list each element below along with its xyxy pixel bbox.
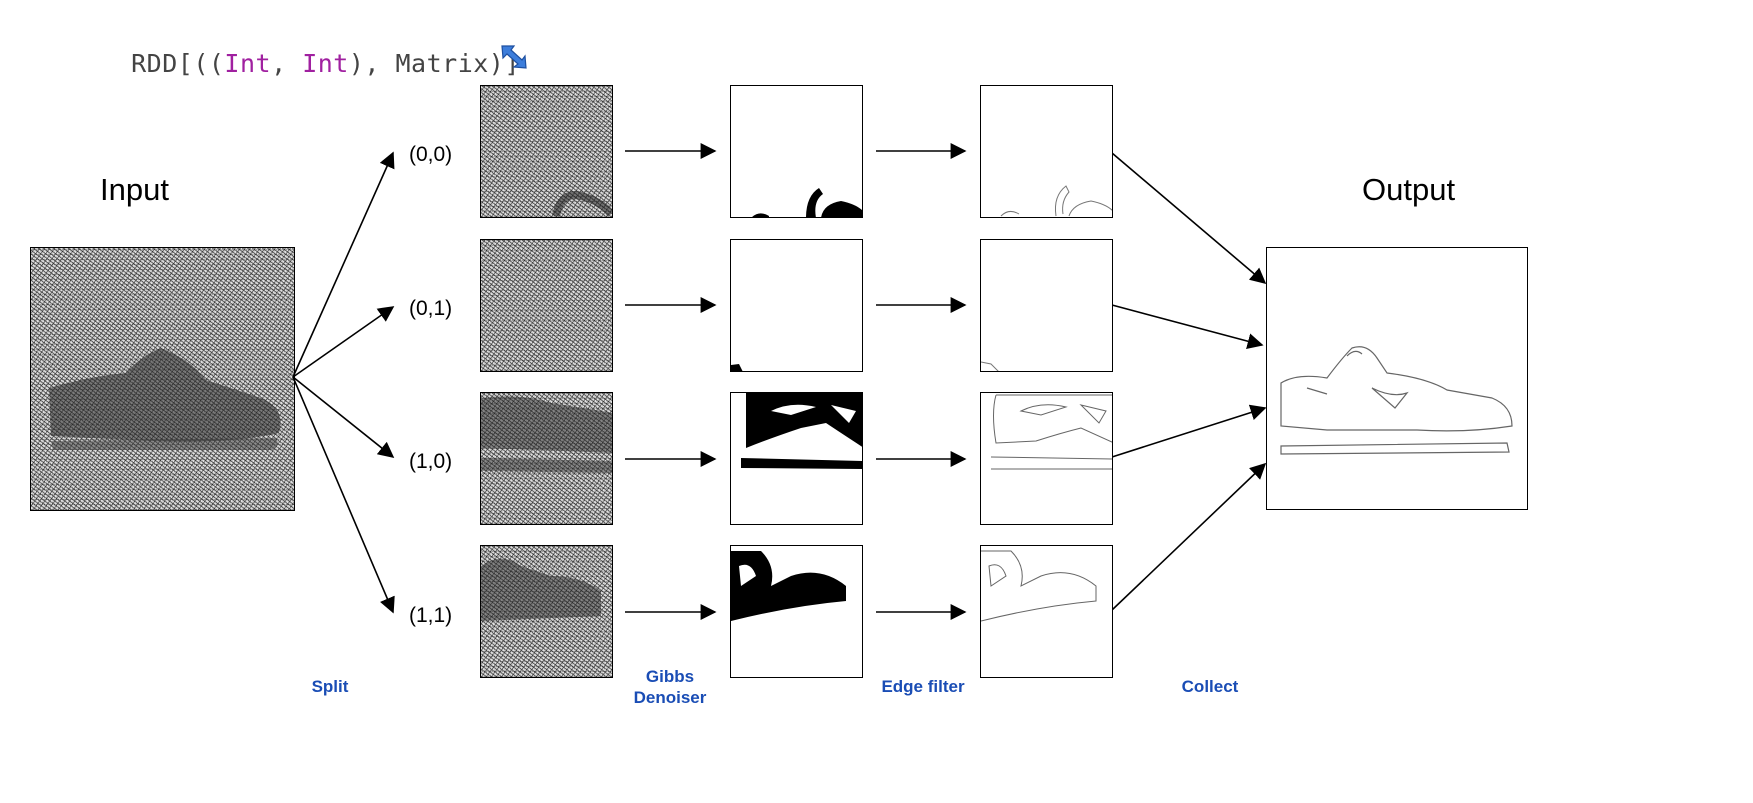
denoised-tile-1	[730, 239, 863, 372]
rdd-suffix: ), Matrix)]	[348, 49, 520, 78]
rdd-type-annotation: RDD[((Int, Int), Matrix)]	[100, 20, 520, 78]
partition-label-1: (0,1)	[409, 297, 453, 320]
split-arrow-1	[292, 306, 395, 378]
rdd-type-int-2: Int	[302, 49, 349, 78]
output-label: Output	[1362, 172, 1456, 207]
stage-gibbs-line2: Denoiser	[633, 688, 707, 707]
collect-arrow-3	[1111, 462, 1267, 611]
partition-label-0: (0,0)	[409, 143, 453, 166]
partition-label-2: (1,0)	[409, 450, 453, 473]
stage-gibbs-line1: Gibbs	[645, 667, 695, 686]
stage-split: Split	[311, 677, 349, 696]
rdd-prefix: RDD[((	[131, 49, 225, 78]
edge-tile-3	[980, 545, 1113, 678]
noisy-tile-1	[480, 239, 613, 372]
collect-arrow-1	[1111, 304, 1264, 350]
stage-edge-filter: Edge filter	[881, 677, 965, 696]
input-image	[30, 247, 295, 511]
rdd-type-int-1: Int	[224, 49, 272, 78]
denoised-tile-3	[730, 545, 863, 678]
rdd-sep: ,	[271, 49, 303, 78]
noisy-tile-2	[480, 392, 613, 525]
input-label: Input	[100, 172, 169, 207]
edge-tile-2	[980, 392, 1113, 525]
stage-gibbs-denoiser: Gibbs Denoiser	[620, 666, 720, 708]
edge-tile-1	[980, 239, 1113, 372]
pointer-arrow-icon	[501, 45, 527, 69]
output-image	[1266, 247, 1528, 510]
edge-tile-0	[980, 85, 1113, 218]
noisy-tile-3	[480, 545, 613, 678]
noisy-tile-0	[480, 85, 613, 218]
split-arrow-2	[292, 376, 395, 458]
split-arrow-3	[292, 376, 395, 614]
denoised-tile-2	[730, 392, 863, 525]
collect-arrow-0	[1111, 152, 1267, 285]
denoised-tile-0	[730, 85, 863, 218]
partition-label-3: (1,1)	[409, 604, 453, 627]
stage-collect: Collect	[1181, 677, 1239, 696]
split-arrow-0	[292, 151, 395, 378]
collect-arrow-2	[1111, 404, 1267, 458]
